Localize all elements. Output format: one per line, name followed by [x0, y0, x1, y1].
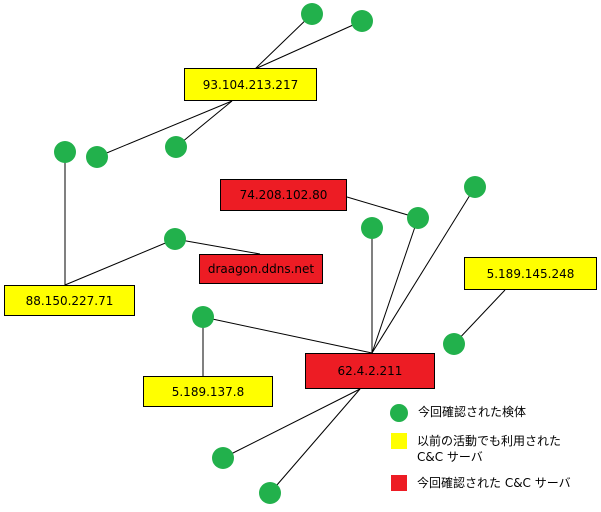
infected-sample-node — [464, 176, 486, 198]
infected-sample-node — [164, 228, 186, 250]
server-5-189-145-248: 5.189.145.248 — [464, 257, 597, 290]
server-93-104-213-217: 93.104.213.217 — [184, 68, 317, 101]
infected-samples — [54, 3, 486, 504]
edge — [371, 217, 419, 354]
connections — [64, 13, 506, 494]
infected-sample-node — [259, 482, 281, 504]
infected-sample-node — [407, 207, 429, 229]
legend-infected: 今回確認された検体 — [390, 404, 526, 422]
server-74-208-102-80: 74.208.102.80 — [220, 179, 347, 211]
legend-red-square-icon — [391, 475, 407, 491]
server-draagon-ddns-net: draagon.ddns.net — [199, 254, 323, 284]
edge — [202, 316, 373, 354]
infected-sample-node — [361, 217, 383, 239]
infected-sample-node — [54, 141, 76, 163]
infected-sample-node — [443, 333, 465, 355]
legend-current-cc-label: 今回確認された C&C サーバ — [417, 476, 571, 490]
infected-sample-node — [301, 3, 323, 25]
infected-sample-node — [192, 306, 214, 328]
edge — [269, 388, 361, 494]
edge — [254, 20, 363, 70]
infected-sample-node — [165, 136, 187, 158]
legend-infected-label: 今回確認された検体 — [418, 405, 527, 419]
edge — [222, 388, 361, 459]
infected-sample-node — [212, 447, 234, 469]
legend-previous-cc-label: 以前の活動でも利用された C&C サーバ — [417, 434, 562, 464]
edge — [346, 196, 419, 219]
edge — [254, 13, 313, 70]
legend-yellow-square-icon — [391, 433, 407, 449]
legend-previous-cc: 以前の活動でも利用された C&C サーバ — [391, 433, 561, 465]
edge — [64, 238, 176, 286]
infected-sample-node — [351, 10, 373, 32]
server-5-189-137-8: 5.189.137.8 — [143, 376, 273, 407]
edge — [96, 100, 233, 158]
edge — [174, 238, 261, 255]
server-88-150-227-71: 88.150.227.71 — [4, 285, 135, 316]
legend-current-cc: 今回確認された C&C サーバ — [391, 475, 571, 491]
edge — [175, 100, 233, 148]
edge — [453, 289, 506, 345]
infected-sample-node — [86, 146, 108, 168]
server-62-4-2-211: 62.4.2.211 — [305, 353, 435, 389]
edge — [371, 186, 476, 354]
legend-green-dot-icon — [390, 404, 408, 422]
